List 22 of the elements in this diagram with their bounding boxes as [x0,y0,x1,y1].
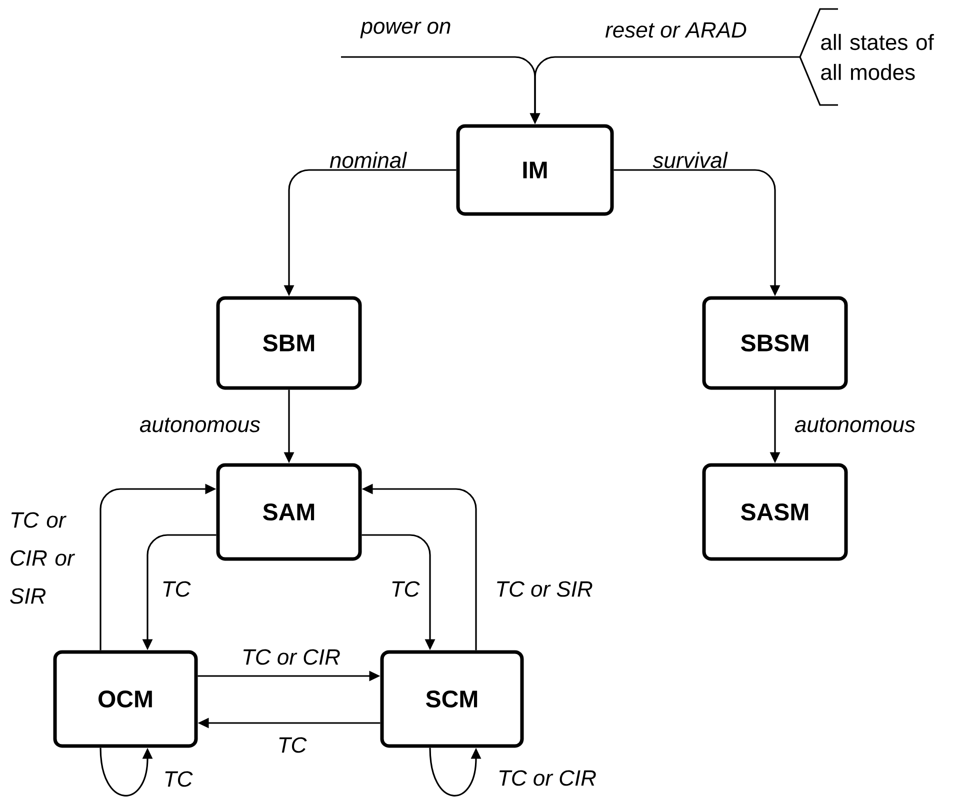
edge-label: reset or ARAD [605,22,746,38]
edge-label: TC [392,581,420,597]
note-text: all states of all modes [821,34,934,80]
state-box: SASM [702,463,848,561]
edge-label: TC or SIR [497,581,592,597]
edge-label: TC or CIR or SIR [10,512,75,604]
edge-label: nominal [330,152,407,168]
edge-label: TC [165,771,193,787]
state-box: SBSM [702,296,848,390]
edge-label: TC [163,581,191,597]
edge-label: TC [279,737,307,753]
state-box: SCM [380,650,524,748]
state-box: IM [456,124,614,216]
state-box: SBM [216,296,362,390]
state-box: OCM [53,650,198,748]
edge-label: autonomous [140,418,260,432]
edge-label: TC or CIR [243,649,340,665]
state-box: SAM [216,463,362,561]
edge-label: TC or CIR [499,770,596,786]
edge-label: autonomous [794,418,916,432]
edge-label: survival [652,152,728,168]
edge-label: power on [360,22,450,38]
